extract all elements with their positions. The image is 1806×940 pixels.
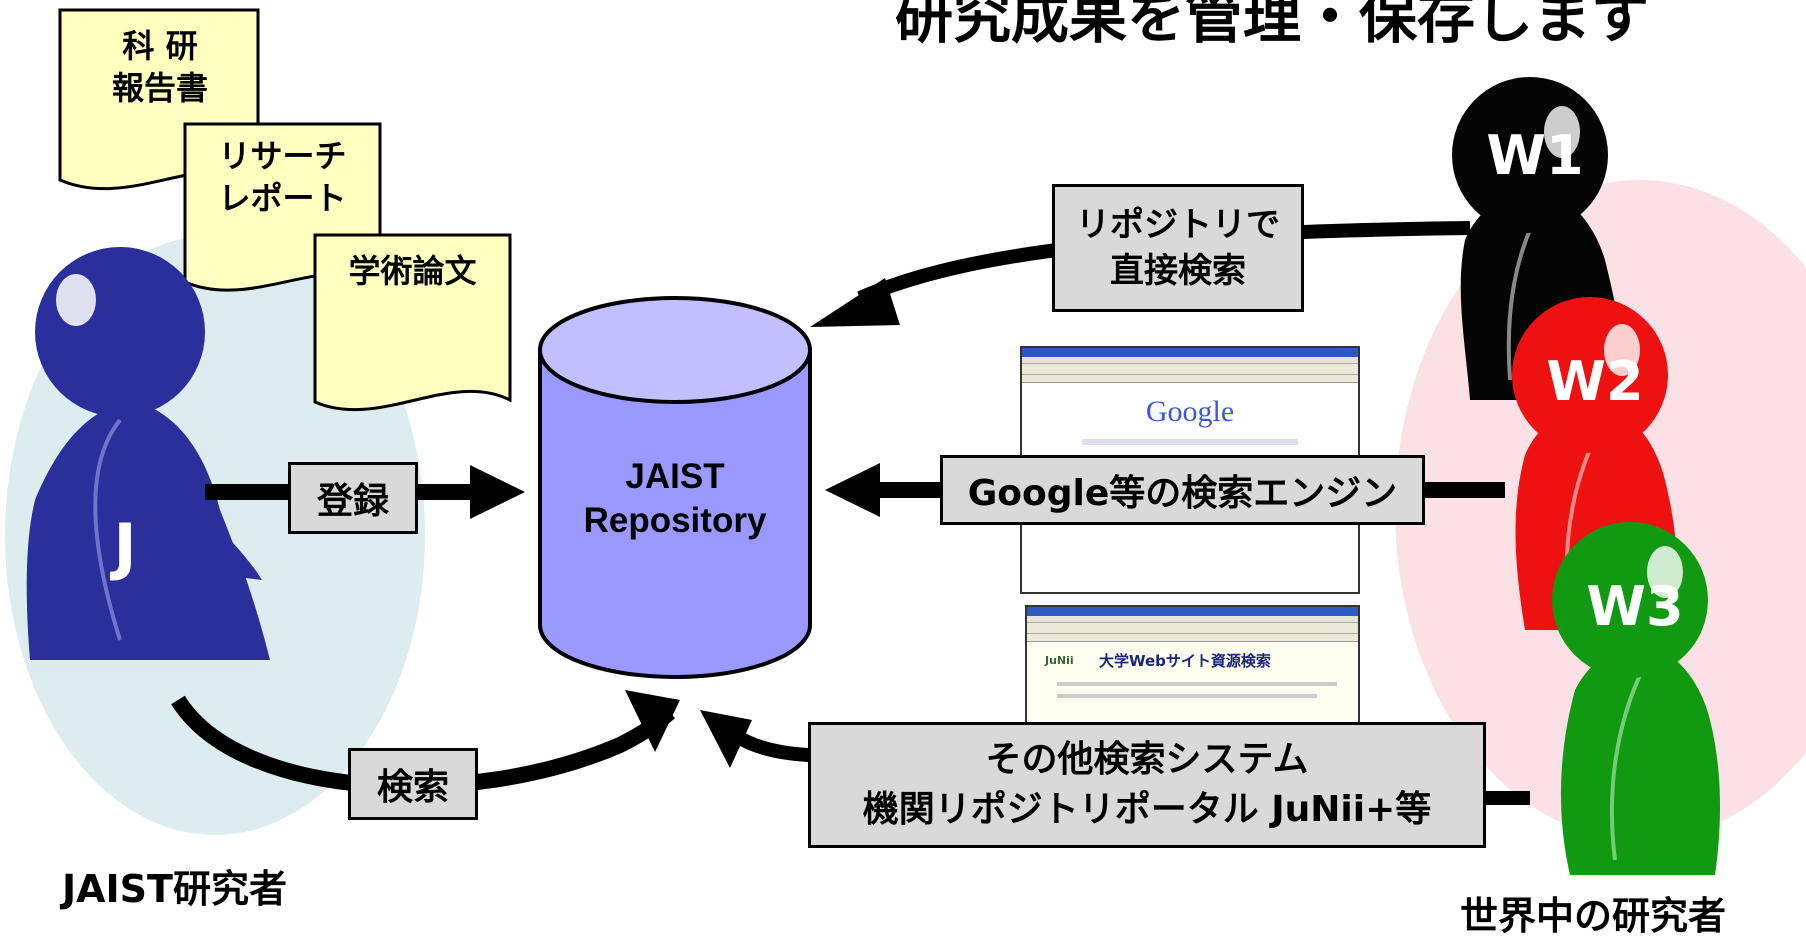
w3-letter: W3 bbox=[1586, 575, 1684, 638]
document-paper-label: 学術論文 bbox=[348, 252, 477, 290]
w2-letter: W2 bbox=[1546, 350, 1644, 413]
page-title: 研究成果を管理・保存します bbox=[895, 0, 1650, 51]
google-logo: Google bbox=[1145, 395, 1235, 428]
junii-screenshot-thumbnail: JuNii 大学Webサイト資源検索 bbox=[1025, 605, 1360, 725]
google-arrowhead bbox=[825, 463, 880, 517]
w1-letter: W1 bbox=[1486, 124, 1584, 187]
other-search-arrowhead bbox=[700, 710, 752, 768]
world-researchers-caption: 世界中の研究者 bbox=[1460, 894, 1727, 938]
jaist-researcher-letter: J bbox=[113, 510, 137, 583]
search-label: 検索 bbox=[348, 748, 478, 820]
repository-label: JAIST Repository bbox=[583, 457, 767, 540]
document-paper-shape bbox=[313, 233, 512, 412]
google-search-engine-label: Google等の検索エンジン bbox=[940, 455, 1425, 525]
register-arrowhead bbox=[470, 465, 525, 519]
junii-logo: JuNii bbox=[1045, 654, 1074, 667]
direct-search-arrowhead bbox=[810, 278, 900, 327]
document-kaken-label: 科 研 報告書 bbox=[111, 27, 208, 107]
junii-heading: 大学Webサイト資源検索 bbox=[1099, 652, 1271, 670]
other-search-systems-label: その他検索システム 機関リポジトリポータル JuNii+等 bbox=[808, 722, 1486, 848]
document-research-report-label: リサーチ レポート bbox=[218, 137, 347, 217]
direct-search-label: リポジトリで 直接検索 bbox=[1052, 184, 1304, 312]
jaist-researcher-caption: JAIST研究者 bbox=[62, 867, 287, 911]
register-label: 登録 bbox=[288, 462, 418, 534]
